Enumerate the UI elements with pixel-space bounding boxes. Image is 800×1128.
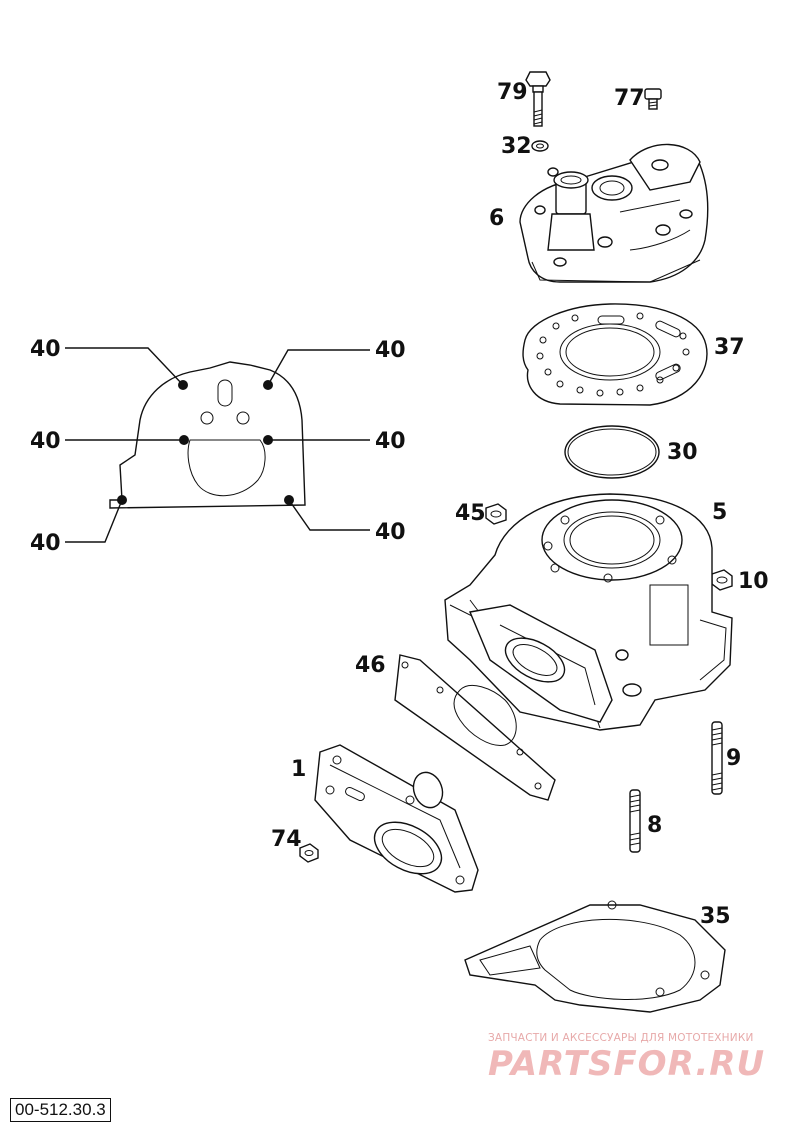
part-9-stud [711, 721, 723, 795]
callout-40-bottom-left: 40 [30, 531, 61, 556]
callout-8: 8 [647, 813, 662, 838]
callout-79: 79 [497, 80, 528, 105]
callout-46: 46 [355, 653, 386, 678]
part-5-cylinder [444, 493, 733, 731]
callout-40-top-left: 40 [30, 337, 61, 362]
callout-74: 74 [271, 827, 302, 852]
part-74-nut [299, 843, 319, 863]
callout-35: 35 [700, 904, 731, 929]
part-46-intake-gasket [394, 654, 556, 801]
callout-77: 77 [614, 86, 645, 111]
callout-9: 9 [726, 746, 741, 771]
part-35-base-gasket [464, 900, 726, 1013]
callout-32: 32 [501, 134, 532, 159]
part-32-washer [531, 140, 549, 152]
part-10-nut [711, 569, 733, 591]
watermark-logo: PARTSFOR.RU [488, 1044, 766, 1084]
leader-lines-40 [65, 347, 370, 543]
part-8-stud [629, 789, 641, 853]
callout-10: 10 [738, 569, 769, 594]
part-6-cylinder-head [519, 143, 709, 283]
callout-40-bottom-right: 40 [375, 520, 406, 545]
part-77-bolt [644, 88, 662, 110]
part-30-o-ring [564, 425, 660, 479]
callout-37: 37 [714, 335, 745, 360]
part-45-nut [485, 503, 507, 525]
part-37-head-gasket [522, 303, 708, 406]
part-1-intake-flange [314, 744, 479, 893]
callout-6: 6 [489, 206, 504, 231]
callout-1: 1 [291, 757, 306, 782]
callout-40-top-right: 40 [375, 338, 406, 363]
callout-40-middle-right: 40 [375, 429, 406, 454]
part-79-bolt [525, 71, 551, 127]
watermark-subtitle: ЗАПЧАСТИ И АКСЕССУАРЫ ДЛЯ МОТОТЕХНИКИ [488, 1032, 754, 1044]
callout-5: 5 [712, 500, 727, 525]
part-40-gasket-detail [109, 361, 306, 509]
callout-30: 30 [667, 440, 698, 465]
callout-40-middle-left: 40 [30, 429, 61, 454]
diagram-code-label: 00-512.30.3 [10, 1098, 111, 1122]
callout-45: 45 [455, 501, 486, 526]
